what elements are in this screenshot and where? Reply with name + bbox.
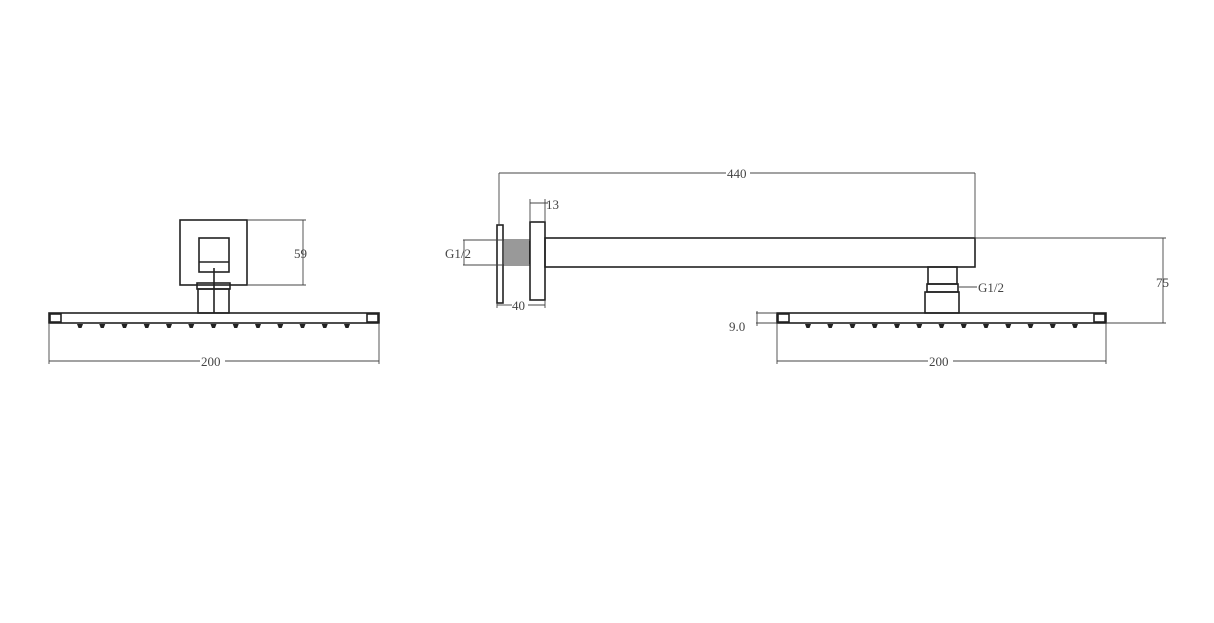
nozzle [143,324,150,328]
dim-outlet-thread: G1/2 [978,280,1004,295]
nozzle [960,324,967,328]
dim-plate-thickness: 9.0 [729,319,745,334]
nozzle [121,324,128,328]
thread-lines [504,241,530,264]
nozzle [1027,324,1034,328]
dim-height: 59 [294,246,307,261]
nozzle [344,324,350,328]
dim-inlet-thread: G1/2 [445,246,471,261]
nozzle [1072,324,1078,328]
shower-plate [48,312,380,324]
nozzle [255,324,261,328]
nozzles [805,324,1078,328]
wall-block-inner [198,237,230,273]
nozzle [210,324,217,328]
nozzle [827,324,834,328]
outlet-body [924,291,960,314]
nozzle [894,324,900,328]
outlet-connector [927,266,958,285]
nozzle [166,324,172,328]
shower-plate-side [776,312,1107,324]
front-view: 59 200 [48,219,380,369]
outlet-nut [926,283,959,293]
side-view: 440 13 G1/2 40 G1/2 75 9.0 200 [445,166,1169,369]
nozzle [983,324,989,328]
nozzle [805,324,811,328]
dim-arm-length: 440 [727,166,747,181]
nozzle [1005,324,1012,328]
nozzle [938,324,945,328]
dim-drop-height: 75 [1156,275,1169,290]
shower-arm [544,237,976,268]
wall-flange [496,224,504,304]
dim-width-side: 200 [929,354,949,369]
nozzle [77,324,83,328]
nozzle [188,324,195,328]
nozzle [849,324,856,328]
dim-flange-thickness: 13 [546,197,559,212]
dim-wall-depth: 40 [512,298,525,313]
nozzle [1049,324,1056,328]
nozzle [871,324,878,328]
arm-flange [529,221,546,301]
nozzle [321,324,328,328]
nozzle [232,324,239,328]
nozzles [77,324,350,328]
dim-width: 200 [201,354,221,369]
nozzle [99,324,106,328]
nozzle [277,324,284,328]
nozzle [916,324,923,328]
nozzle [299,324,306,328]
